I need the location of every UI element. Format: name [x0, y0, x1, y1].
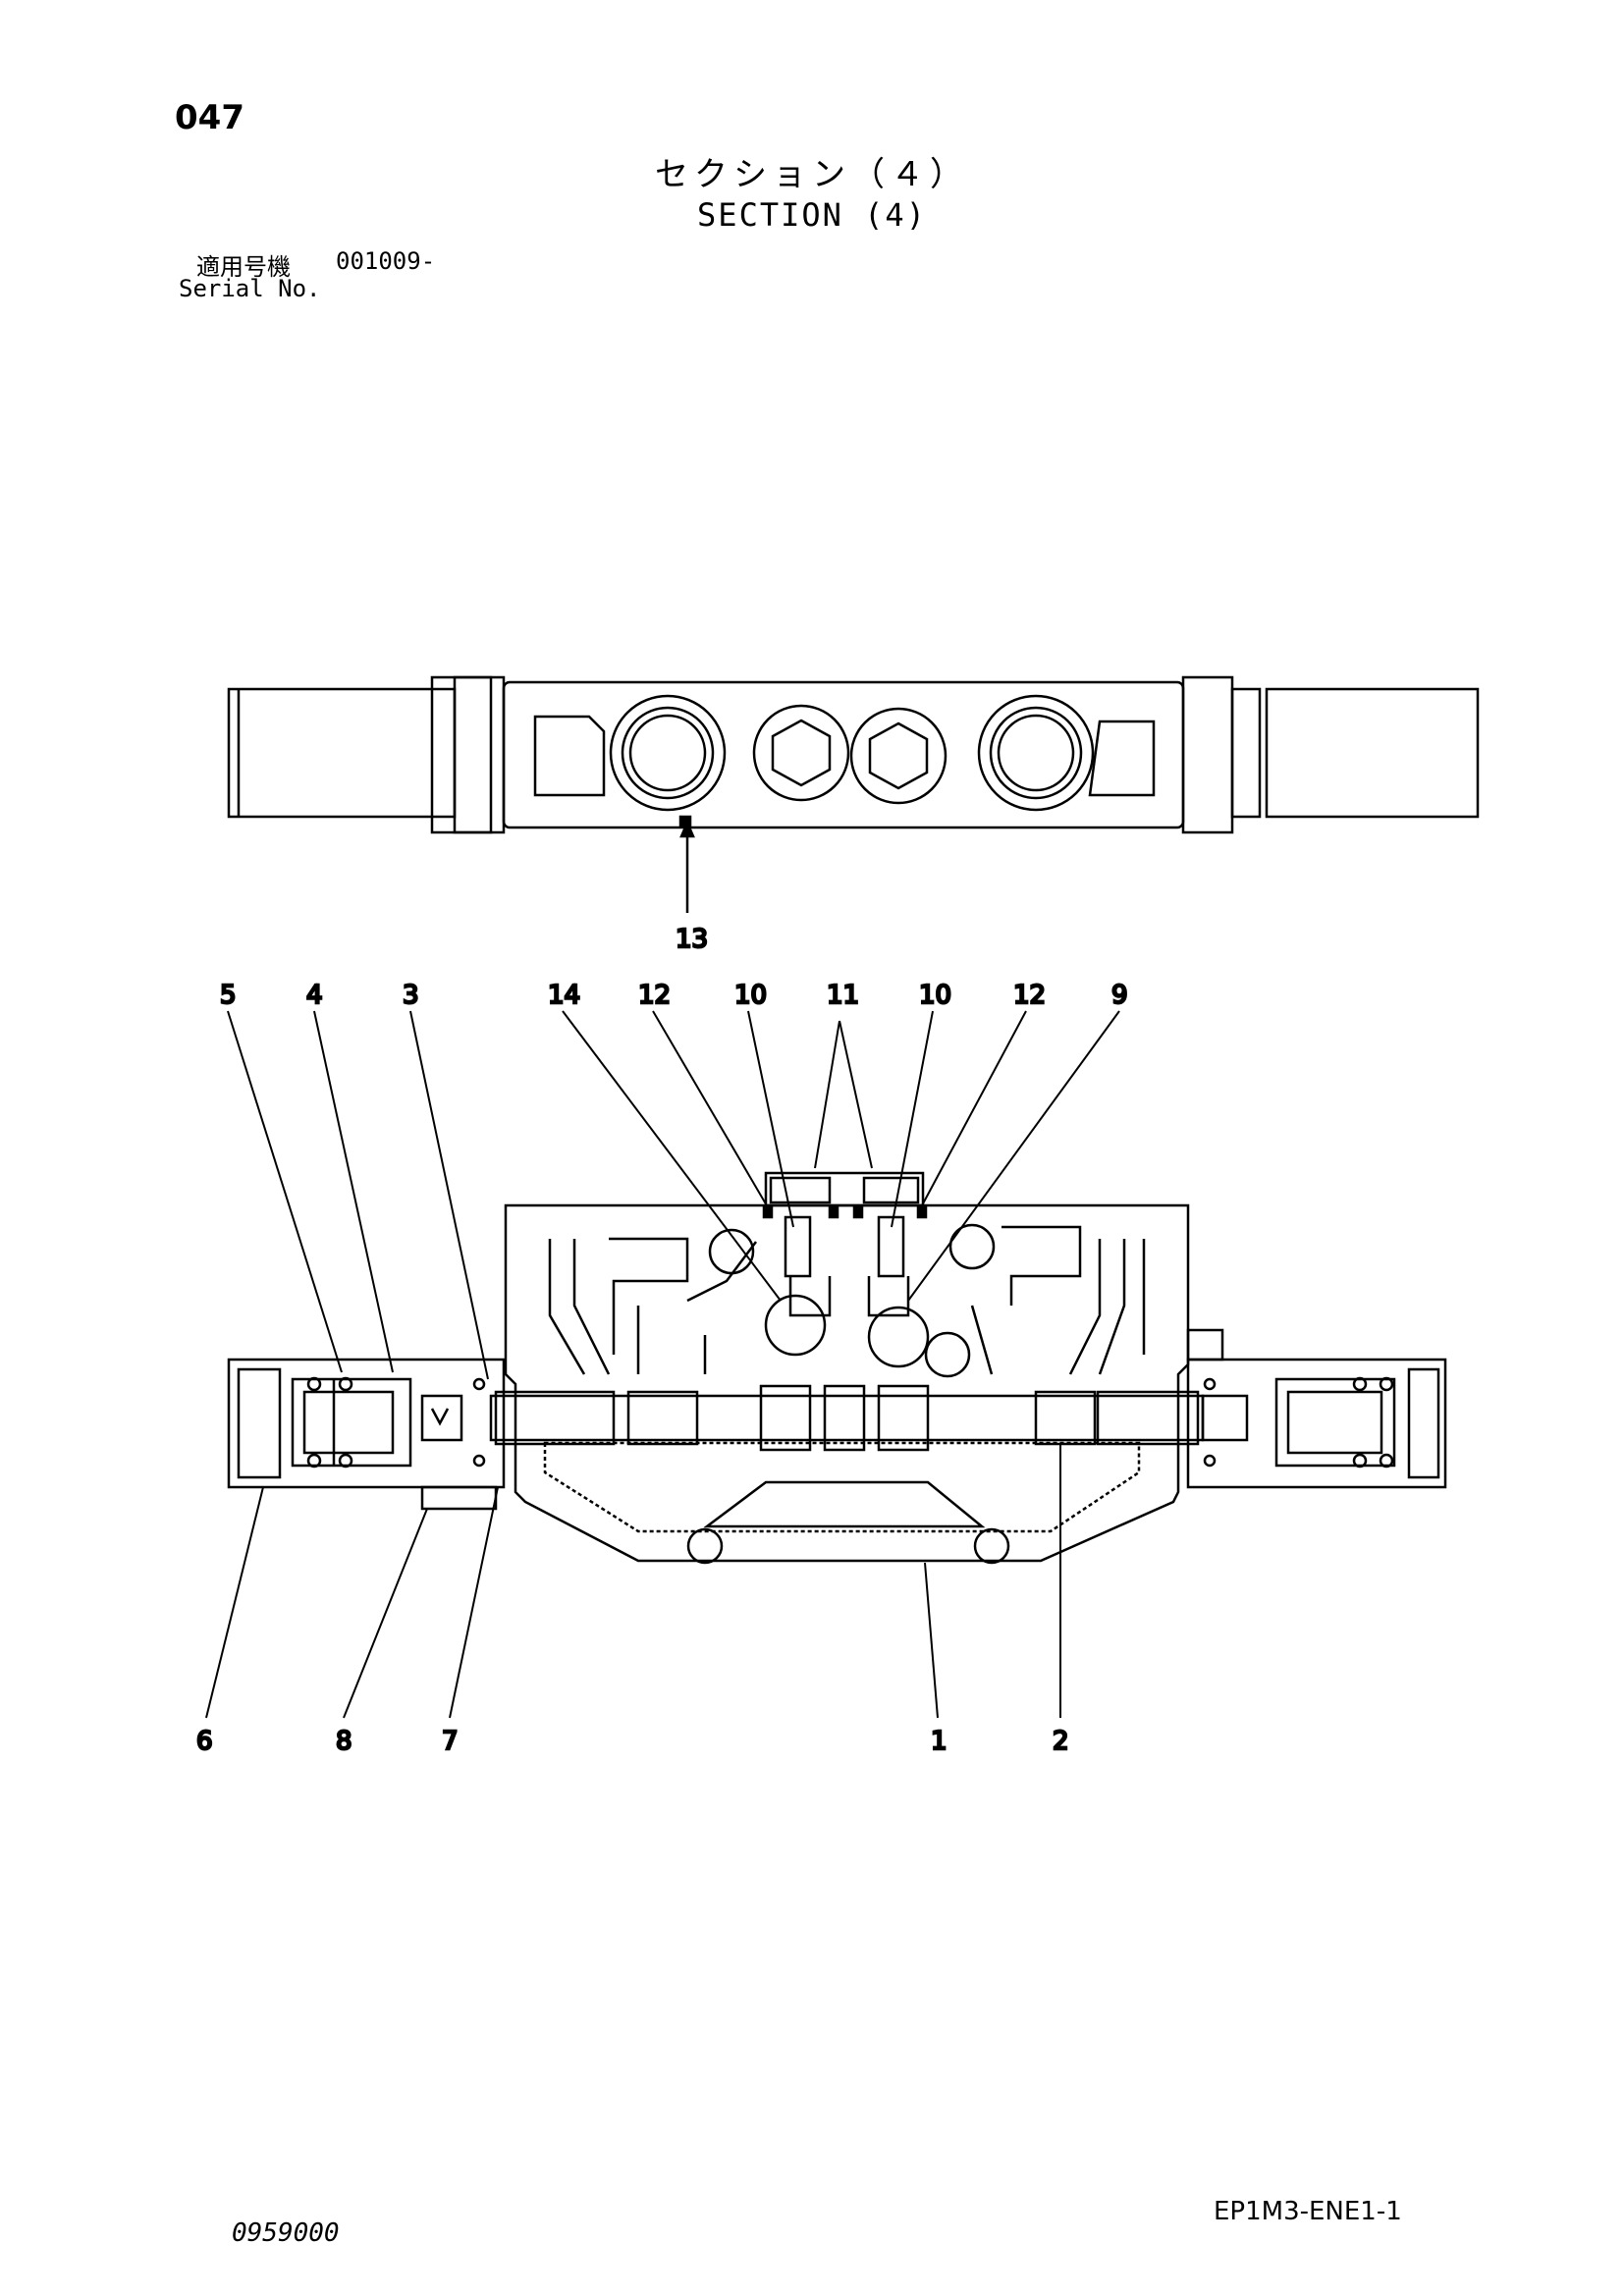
callout-labels: 13 5 4 3 14 12 10 11 10 12 9 6 8 7 1 2	[195, 924, 1129, 1758]
callout-6: 6	[196, 1727, 213, 1756]
callout-4: 4	[306, 981, 323, 1010]
callout-11: 11	[827, 981, 859, 1010]
callout-10-right: 10	[919, 981, 951, 1010]
callout-7: 7	[442, 1727, 459, 1756]
document-code: 0959000	[232, 2218, 340, 2248]
callout-9: 9	[1111, 981, 1128, 1010]
callout-2: 2	[1053, 1727, 1069, 1756]
callout-12-left: 12	[638, 981, 671, 1010]
serial-label-english: Serial No.	[179, 275, 321, 302]
callout-8: 8	[336, 1727, 352, 1756]
callout-3: 3	[403, 981, 419, 1010]
title-english: SECTION (4)	[697, 196, 927, 234]
reference-code: EP1M3-ENE1-1	[1214, 2197, 1402, 2226]
serial-value: 001009-	[336, 247, 436, 275]
page-number: 047	[175, 98, 244, 137]
section-view	[227, 1171, 1447, 1565]
callout-1: 1	[931, 1727, 947, 1756]
leader-lines	[205, 1010, 1120, 1719]
top-view	[227, 675, 1480, 913]
title-japanese: セクション（４）	[655, 155, 969, 194]
callout-14: 14	[548, 981, 580, 1010]
callout-5: 5	[220, 981, 237, 1010]
callout-13: 13	[676, 925, 708, 954]
serial-label-japanese: 適用号機	[196, 253, 291, 281]
callout-10-left: 10	[734, 981, 767, 1010]
callout-12-right: 12	[1013, 981, 1046, 1010]
